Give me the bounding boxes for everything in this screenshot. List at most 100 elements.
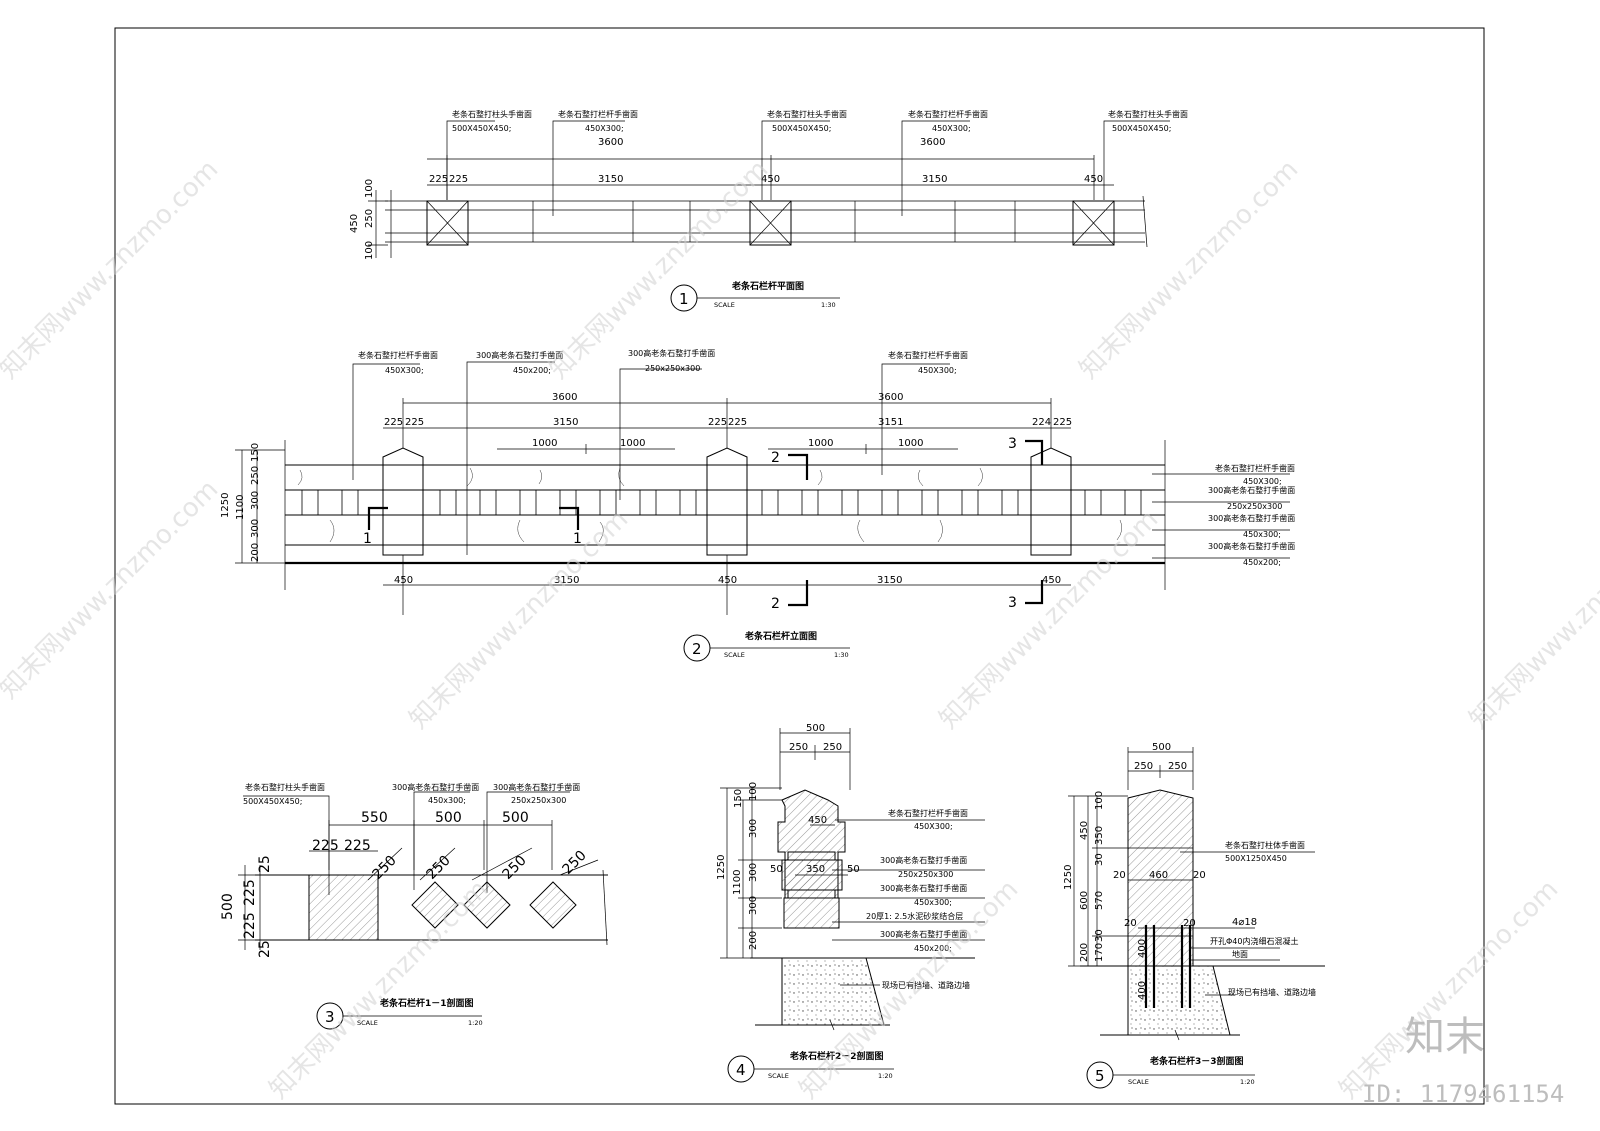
- section-mark-1: 1: [363, 531, 372, 547]
- sec22-label: 450X300;: [914, 822, 953, 831]
- sec33-dim-20: 20: [1193, 870, 1206, 881]
- sec33-dim-460: 460: [1149, 870, 1168, 881]
- plan-dim-250: 250: [364, 209, 375, 228]
- sec33-dim-250: 250: [1168, 761, 1187, 772]
- sec22-label: 300高老条石整打手凿面: [880, 929, 967, 939]
- view-4-section-2-2: 500 250 250 100 150 300 300 300 200 1250…: [716, 723, 985, 1083]
- elev-dim-1250: 1250: [220, 493, 231, 518]
- plan-dim-450: 450: [761, 174, 780, 185]
- plan-label-rail: 老条石整打栏杆手凿面: [908, 109, 988, 119]
- sec11-dim-500: 500: [502, 810, 529, 826]
- sec33-dim-350: 350: [1094, 826, 1105, 845]
- elev-dim-1000: 1000: [898, 438, 923, 449]
- sec11-dim-225: 225: [344, 838, 371, 854]
- plan-label-post: 老条石整打柱头手凿面: [1108, 109, 1188, 119]
- sec33-dim-100: 100: [1094, 791, 1105, 810]
- sec22-label: 老条石整打栏杆手凿面: [888, 808, 968, 818]
- sec11-dim-500: 500: [435, 810, 462, 826]
- sec33-label: 老条石整打柱体手凿面: [1225, 840, 1305, 850]
- sec22-dim-450: 450: [808, 815, 827, 826]
- sec22-dim-100: 100: [748, 782, 759, 801]
- elev-scale: 1:30: [834, 651, 849, 659]
- plan-dim-225: 225: [429, 174, 448, 185]
- sec22-scale: 1:20: [878, 1072, 893, 1080]
- sec33-dim-20: 20: [1113, 870, 1126, 881]
- elev-scale-label: SCALE: [724, 651, 745, 659]
- view-1-plan: 老条石整打柱头手凿面 500X450X450; 老条石整打栏杆手凿面 450X3…: [349, 109, 1188, 312]
- sec11-dim-250: 250: [500, 853, 530, 883]
- plan-label-post-size: 500X450X450;: [1112, 124, 1171, 133]
- sec11-label-post: 老条石整打柱头手凿面: [245, 782, 325, 792]
- plan-label-post-size: 500X450X450;: [452, 124, 511, 133]
- elev-dim-450: 450: [394, 575, 413, 586]
- elev-dim-300: 300: [250, 519, 261, 538]
- section-mark-3: 3: [1008, 436, 1017, 452]
- sec33-number: 5: [1095, 1067, 1105, 1085]
- elev-dim-1000: 1000: [620, 438, 645, 449]
- sec33-dim-400: 400: [1137, 981, 1148, 1000]
- sec11-number: 3: [325, 1008, 335, 1026]
- section-mark-1: 1: [573, 531, 582, 547]
- sec11-dim-250: 250: [424, 853, 454, 883]
- sec11-scale: 1:20: [468, 1019, 483, 1027]
- elev-right-label: 250x250x300: [1227, 502, 1282, 511]
- sec22-dim-500: 500: [806, 723, 825, 734]
- sec11-scale-label: SCALE: [357, 1019, 378, 1027]
- elev-right-label: 300高老条石整打手凿面: [1208, 485, 1295, 495]
- elev-label-rail: 老条石整打栏杆手凿面: [888, 350, 968, 360]
- section-mark-2: 2: [771, 450, 780, 466]
- plan-label-post-size: 500X450X450;: [772, 124, 831, 133]
- elev-dim-450: 450: [718, 575, 737, 586]
- sec11-dim-225: 225: [242, 912, 258, 939]
- sec33-label: 地面: [1232, 949, 1248, 959]
- sec33-dim-170: 170: [1094, 943, 1105, 962]
- elevation-post: [1030, 447, 1072, 556]
- sec22-label: 450x300;: [914, 898, 952, 907]
- elev-dim-200: 200: [250, 543, 261, 562]
- elev-right-label: 老条石整打栏杆手凿面: [1215, 463, 1295, 473]
- sec33-dim-30: 30: [1094, 929, 1105, 942]
- watermark-text: 知末网www.znzmo.com: [404, 504, 635, 735]
- brand-logo-text: 知末: [1405, 1014, 1485, 1060]
- elev-dim-224: 224: [1032, 417, 1051, 428]
- elev-dim-3151: 3151: [878, 417, 903, 428]
- plan-label-rail: 老条石整打栏杆手凿面: [558, 109, 638, 119]
- sec22-label: 450x200;: [914, 944, 952, 953]
- elev-title: 老条石栏杆立面图: [744, 630, 817, 642]
- elev-dim-225: 225: [728, 417, 747, 428]
- plan-post: [749, 200, 792, 246]
- plan-label-rail-size: 450X300;: [585, 124, 624, 133]
- plan-dim-3150: 3150: [598, 174, 623, 185]
- sec22-dim-200: 200: [748, 931, 759, 950]
- elev-dim-300: 300: [250, 491, 261, 510]
- sec22-dim-50: 50: [770, 864, 783, 875]
- sec11-dim-500: 500: [220, 893, 236, 920]
- sec22-dim-1100: 1100: [732, 870, 743, 895]
- sec33-dim-400: 400: [1137, 939, 1148, 958]
- view-3-section-1-1: 老条石整打柱头手凿面 500X450X450; 300高老条石整打手凿面 450…: [220, 782, 608, 1030]
- plan-post: [426, 200, 469, 246]
- sec33-dim-20: 20: [1183, 918, 1196, 929]
- plan-label-post: 老条石整打柱头手凿面: [767, 109, 847, 119]
- sec22-label: 20厚1: 2.5水泥砂浆结合层: [866, 911, 963, 921]
- sec33-label: 开孔Φ40内浇细石混凝土: [1210, 936, 1298, 946]
- sec11-title: 老条石栏杆1－1剖面图: [379, 997, 474, 1009]
- plan-dim-3150: 3150: [922, 174, 947, 185]
- sec33-dim-200: 200: [1079, 943, 1090, 962]
- elev-right-label: 450x200;: [1243, 558, 1281, 567]
- sec22-label: 250x250x300: [898, 870, 953, 879]
- watermark-text: 知末网www.znzmo.com: [264, 874, 495, 1105]
- elev-dim-450: 450: [1042, 575, 1061, 586]
- sec33-dim-450: 450: [1079, 821, 1090, 840]
- elevation-post: [706, 447, 748, 556]
- elev-right-label: 300高老条石整打手凿面: [1208, 541, 1295, 551]
- elev-dim-225: 225: [1053, 417, 1072, 428]
- elev-label-base-size: 450x200;: [513, 366, 551, 375]
- plan-dim-225: 225: [449, 174, 468, 185]
- plan-number: 1: [679, 290, 689, 308]
- sec33-dim-600: 600: [1079, 891, 1090, 910]
- elev-dim-225: 225: [384, 417, 403, 428]
- sec33-dim-30: 30: [1094, 853, 1105, 866]
- elev-dim-3600: 3600: [552, 392, 577, 403]
